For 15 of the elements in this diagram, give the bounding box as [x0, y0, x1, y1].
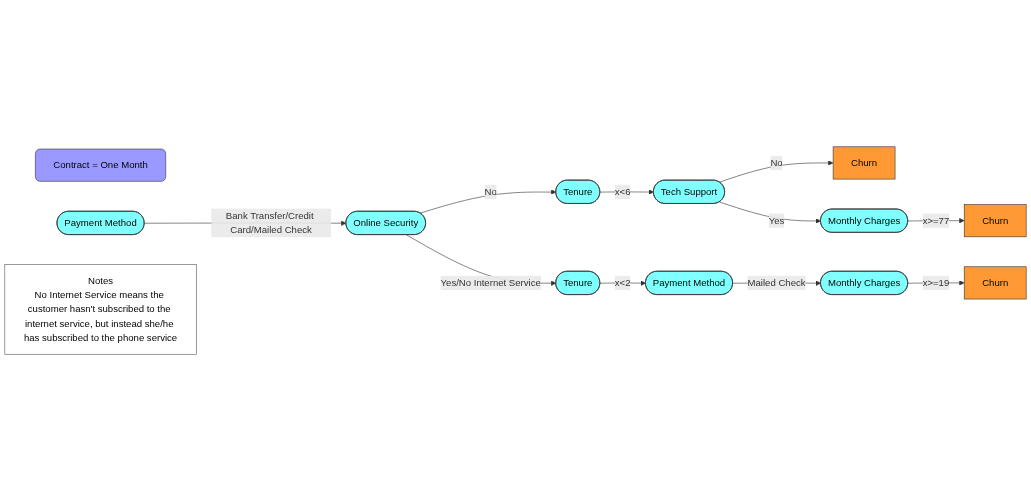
edge-label: x<2: [614, 277, 631, 288]
edge-label: x>=77: [922, 215, 950, 226]
edge-label: Mailed Check: [747, 277, 806, 288]
node-box: Churn: [963, 204, 1027, 238]
node-box: Notes No Internet Service means the customer hasn't subscribed to the internet service, but instead she/he has subscribed to the phone service: [4, 264, 197, 355]
node-box: Churn: [832, 146, 896, 180]
edge-label: x>=19: [922, 277, 950, 288]
edge-label: No: [484, 186, 497, 197]
edge-label: Yes/No Internet Service: [440, 277, 541, 288]
node-box: Contract = One Month: [35, 148, 167, 182]
edge-label: x<6: [614, 186, 631, 197]
edge-label: Bank Transfer/Credit Card/Mailed Check: [225, 210, 314, 235]
node-box: Churn: [963, 266, 1027, 300]
edge-label: No: [770, 157, 783, 168]
edge-label: Yes: [768, 215, 785, 226]
